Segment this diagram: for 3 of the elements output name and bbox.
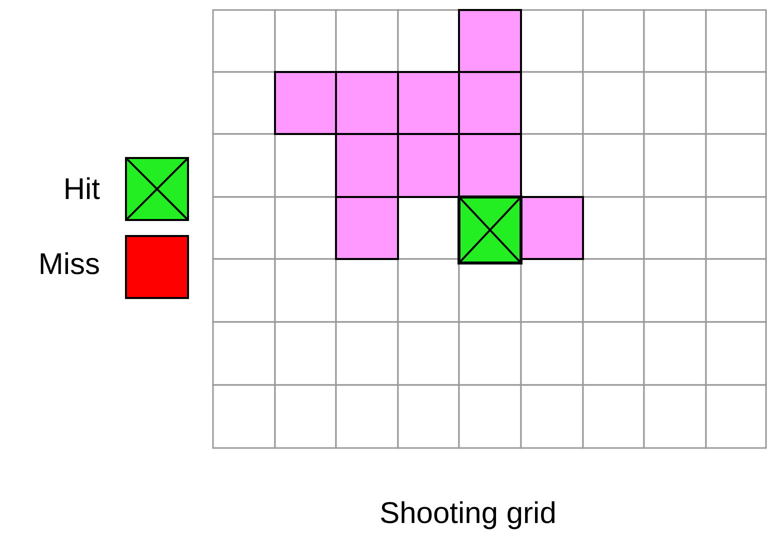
legend-label: Miss bbox=[37, 248, 100, 282]
legend-label: Hit bbox=[62, 173, 100, 207]
caption: Shooting grid bbox=[378, 496, 558, 532]
